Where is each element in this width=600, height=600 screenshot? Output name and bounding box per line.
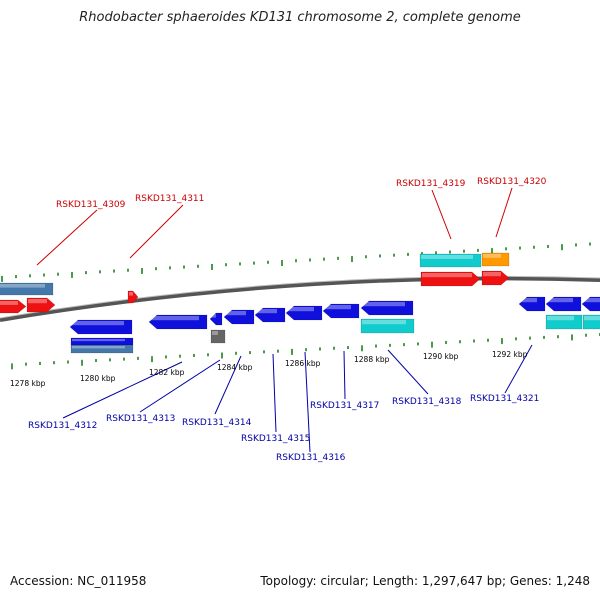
gene-blue-highlight [211, 314, 216, 318]
label-connector-line [304, 351, 311, 453]
gene-label-rskd131-4312: RSKD131_4312 [28, 421, 97, 431]
gene-blue [148, 314, 208, 330]
gene-blue-highlight [72, 339, 125, 342]
gene-blue [360, 300, 414, 316]
gene-cyan [582, 314, 600, 330]
label-connectors [36, 187, 533, 453]
gene-label-rskd131-4321: RSKD131_4321 [470, 394, 539, 404]
gene-red [127, 290, 139, 304]
label-connector-line [431, 189, 452, 240]
label-connector-line [62, 361, 183, 419]
gene-blue-highlight [520, 298, 537, 303]
gene-cyan-highlight [584, 316, 600, 321]
gene-steelblue-highlight [0, 284, 45, 288]
gene-red [420, 271, 481, 287]
gene-blue-highlight [150, 316, 199, 321]
gene-cyan-highlight [362, 320, 406, 325]
label-connector-line [214, 355, 242, 415]
gene-label-rskd131-4320: RSKD131_4320 [477, 177, 547, 187]
gene-red-highlight [0, 301, 18, 305]
gene-orange [481, 252, 510, 267]
gene-cyan-highlight [547, 316, 574, 321]
gene-blue [285, 305, 323, 321]
tick-label-1284: 1284 kbp [217, 363, 253, 372]
label-connector-line [272, 353, 277, 433]
map-title: Rhodobacter sphaeroides KD131 chromosome… [79, 10, 521, 25]
gene-blue-highlight [287, 307, 314, 312]
gene-gray [210, 329, 226, 344]
gene-blue-highlight [362, 302, 405, 307]
gene-red-highlight [422, 273, 472, 278]
gene-orange-highlight [483, 254, 501, 258]
gene-blue [223, 309, 255, 325]
gene-label-rskd131-4317: RSKD131_4317 [310, 401, 379, 411]
gene-red-highlight [129, 292, 133, 296]
gene-blue [581, 296, 600, 312]
gene-blue-highlight [256, 309, 277, 314]
gene-blue [209, 312, 223, 326]
gene-blue [322, 303, 360, 319]
tick-label-1290: 1290 kbp [423, 352, 459, 361]
gene-red-highlight [483, 272, 501, 277]
gene-blue-highlight [225, 311, 246, 316]
label-connector-line [36, 209, 98, 266]
label-connector-line [139, 359, 221, 413]
tick-label-1286: 1286 kbp [285, 359, 321, 368]
gene-gray-highlight [212, 331, 218, 335]
gene-label-rskd131-4315: RSKD131_4315 [241, 434, 310, 444]
label-connector-line [387, 349, 429, 395]
gene-cyan [545, 314, 583, 330]
gene-blue [518, 296, 546, 312]
minor-ticks [15, 242, 600, 366]
gene-steelblue-highlight [72, 346, 125, 349]
gene-label-rskd131-4314: RSKD131_4314 [182, 418, 252, 428]
gene-label-rskd131-4316: RSKD131_4316 [276, 453, 346, 463]
gene-steelblue [70, 344, 134, 354]
gene-label-rskd131-4311: RSKD131_4311 [135, 194, 204, 204]
gene-blue [69, 319, 133, 335]
accession-text: Accession: NC_011958 [10, 574, 147, 588]
gene-label-rskd131-4319: RSKD131_4319 [396, 179, 466, 189]
gene-blue [545, 296, 582, 312]
genes [0, 252, 600, 354]
gene-red [26, 297, 56, 313]
genome-backbone [0, 276, 600, 322]
tick-label-1288: 1288 kbp [354, 355, 390, 364]
gene-steelblue [0, 282, 54, 296]
major-ticks [1, 244, 573, 370]
gene-cyan [419, 253, 482, 268]
gene-blue-highlight [583, 298, 600, 303]
gene-blue-highlight [71, 321, 124, 326]
gene-label-rskd131-4309: RSKD131_4309 [56, 200, 126, 210]
gene-red [0, 299, 27, 314]
label-connector-line [129, 204, 184, 259]
tick-label-1278: 1278 kbp [10, 379, 46, 388]
gene-cyan [360, 318, 415, 334]
label-connector-line [504, 344, 533, 394]
tick-label-1292: 1292 kbp [492, 350, 528, 359]
gene-label-rskd131-4318: RSKD131_4318 [392, 397, 462, 407]
gene-blue-highlight [547, 298, 573, 303]
tick-label-1282: 1282 kbp [149, 368, 185, 377]
gene-cyan-highlight [421, 255, 473, 259]
gene-red-highlight [28, 299, 47, 304]
tick-label-1280: 1280 kbp [80, 374, 116, 383]
gene-blue [254, 307, 286, 323]
label-connector-line [495, 187, 513, 238]
gene-red [481, 270, 510, 286]
gene-label-rskd131-4313: RSKD131_4313 [106, 414, 175, 424]
label-connector-line [343, 350, 346, 400]
genome-summary-text: Topology: circular; Length: 1,297,647 bp… [260, 574, 590, 588]
gene-blue-highlight [324, 305, 351, 310]
genome-backbone-highlight [0, 275, 600, 319]
